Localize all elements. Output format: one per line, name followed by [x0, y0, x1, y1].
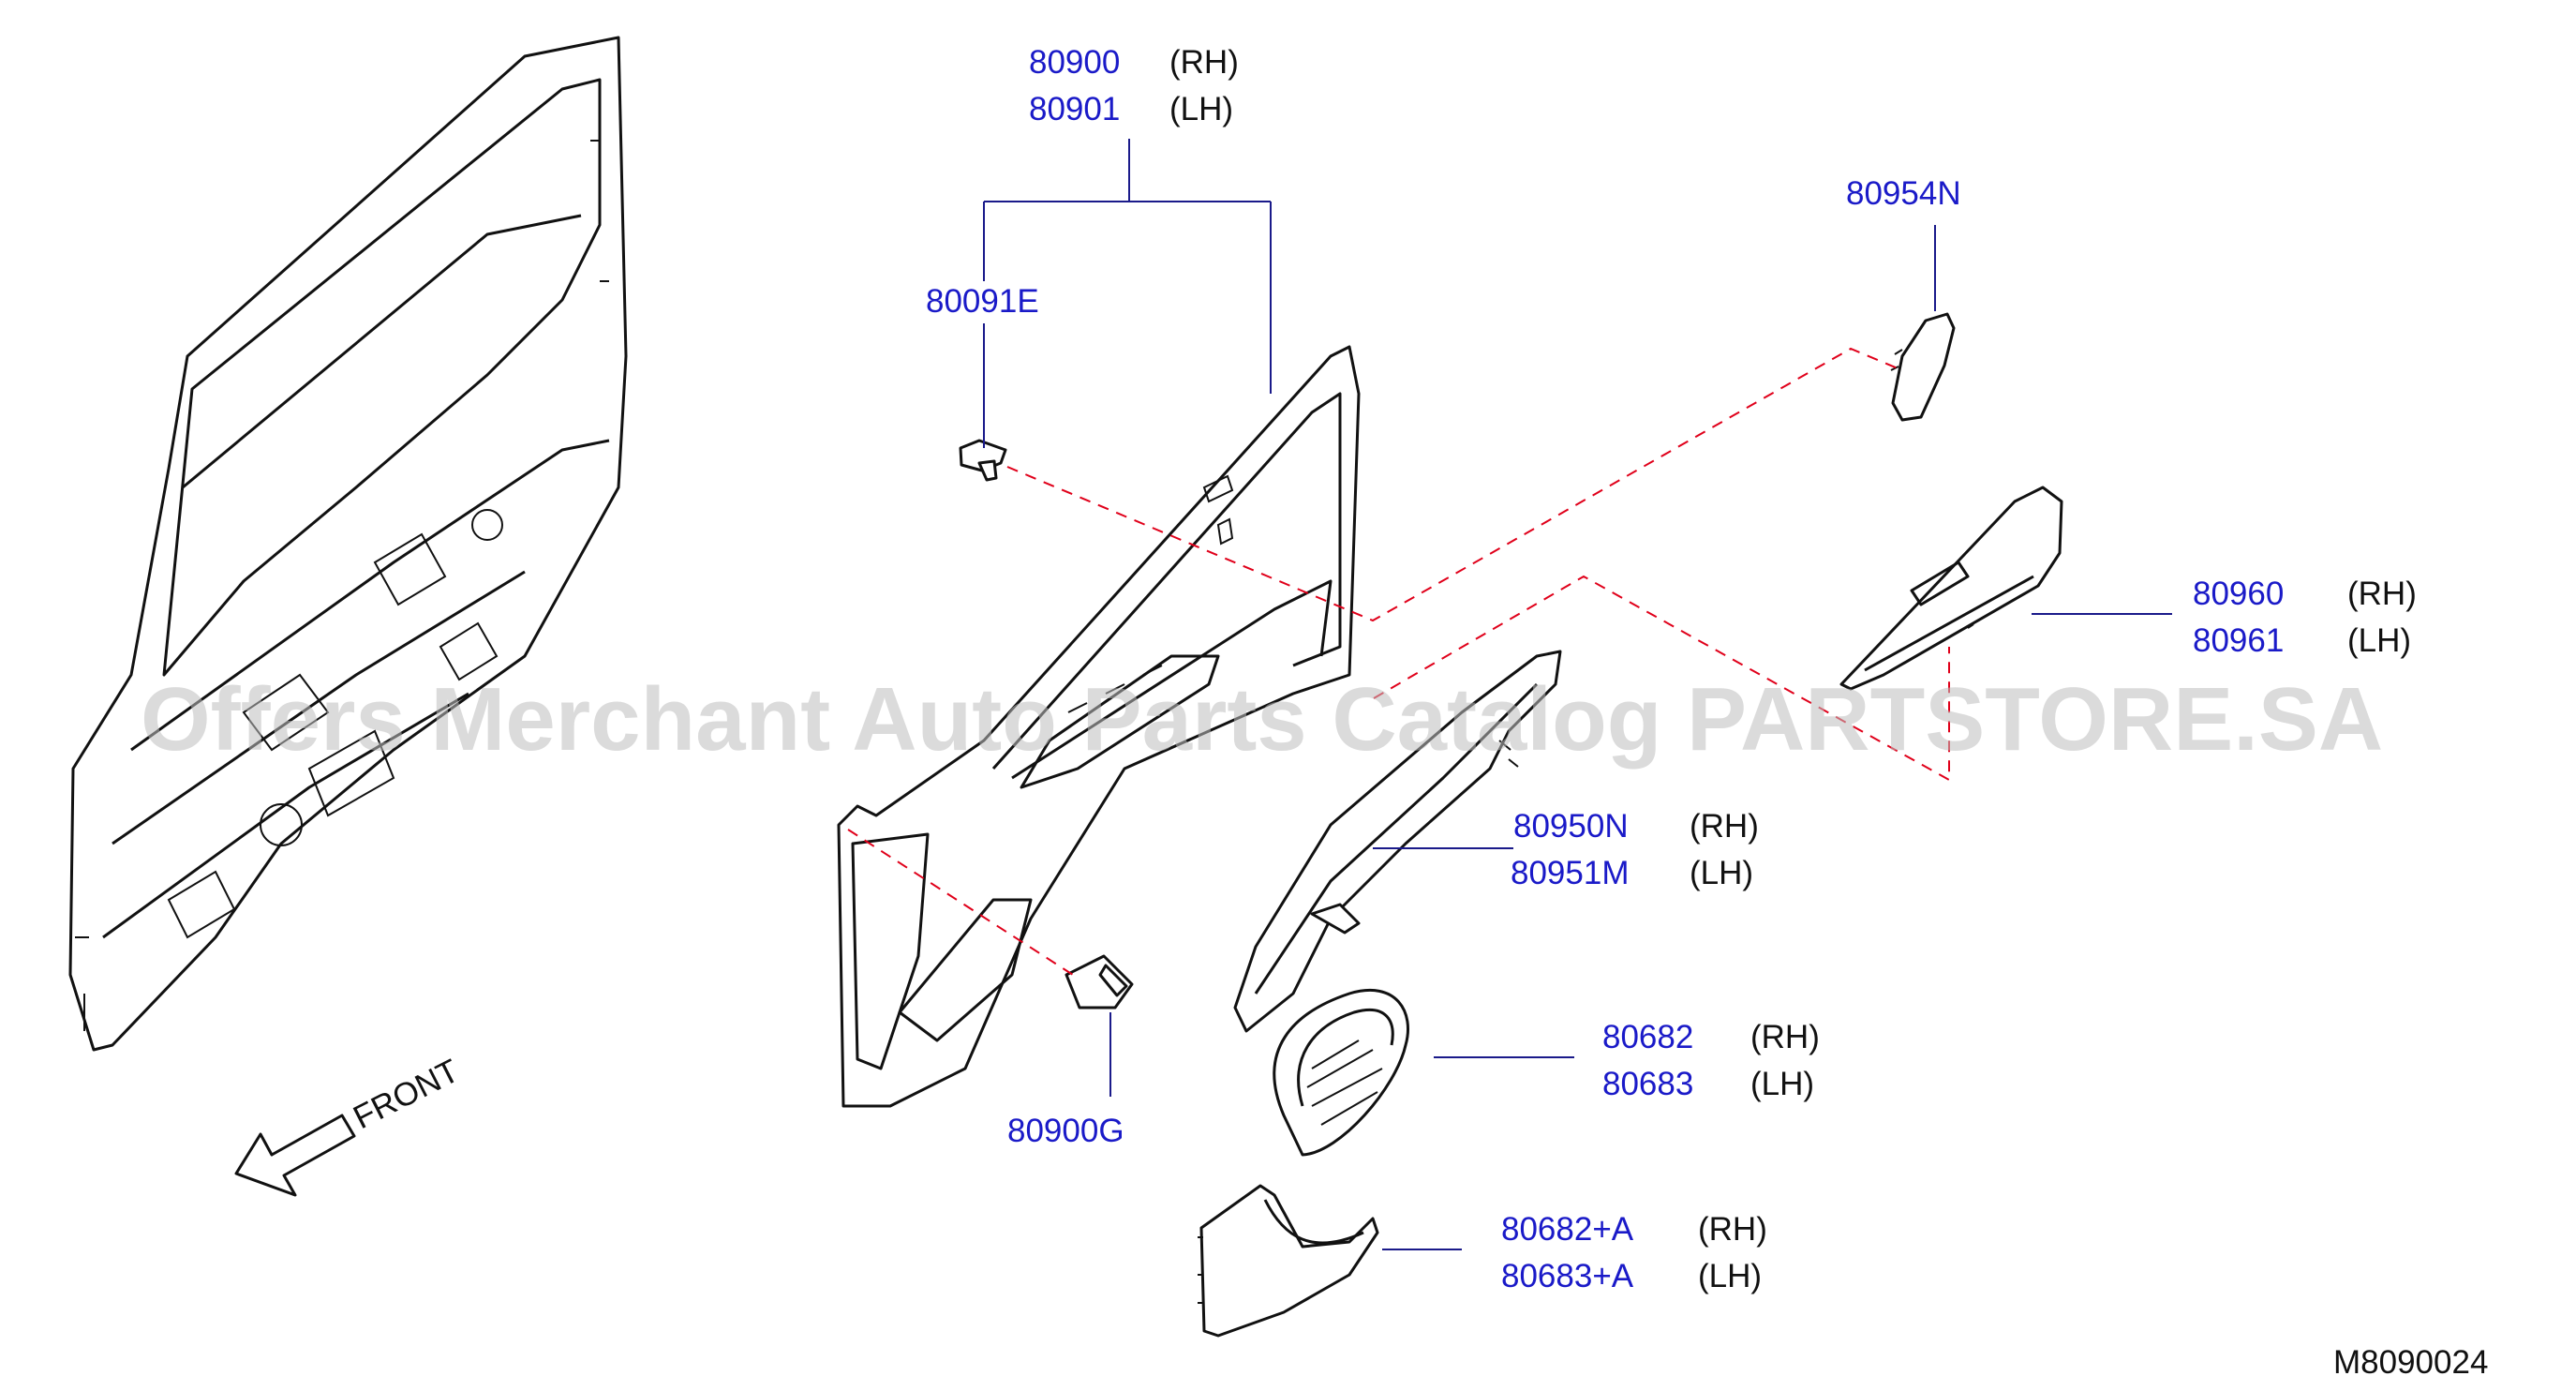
side-80961: (LH) [2347, 622, 2411, 659]
part-number-80960[interactable]: 80960 [2193, 576, 2284, 612]
switch-panel-80960-illustration [1839, 486, 2063, 691]
callout-80961[interactable]: 80961 (LH) [2193, 622, 2411, 659]
side-80901: (LH) [1169, 91, 1233, 127]
part-number-80091e[interactable]: 80091E [926, 283, 1039, 320]
part-number-80683a[interactable]: 80683+A [1501, 1258, 1634, 1294]
door-frame-illustration [68, 36, 628, 1052]
part-number-80950n[interactable]: 80950N [1513, 808, 1629, 845]
clip-80091e-illustration [959, 439, 1007, 482]
door-trim-panel-illustration [837, 345, 1361, 1108]
part-number-80682[interactable]: 80682 [1602, 1019, 1693, 1055]
callout-80900[interactable]: 80900 (RH) [1029, 44, 1239, 81]
part-number-80901[interactable]: 80901 [1029, 91, 1120, 127]
callout-80682a[interactable]: 80682+A (RH) [1501, 1211, 1767, 1248]
callout-labels: 80900 (RH) 80901 (LH) 80091E 80954N 8096… [926, 44, 2417, 1294]
part-number-80900g[interactable]: 80900G [1007, 1113, 1124, 1149]
callout-80950n[interactable]: 80950N (RH) [1513, 808, 1759, 845]
leader-lines [983, 139, 2172, 1250]
part-number-80951m[interactable]: 80951M [1511, 855, 1629, 891]
side-80950n: (RH) [1690, 808, 1759, 845]
callout-80682[interactable]: 80682 (RH) [1602, 1019, 1820, 1055]
part-number-80900[interactable]: 80900 [1029, 44, 1120, 81]
clip-80900g-illustration [1065, 954, 1134, 1010]
cap-80954n-illustration [1890, 312, 1956, 422]
part-number-80682a[interactable]: 80682+A [1501, 1211, 1634, 1248]
lower-trim-80682a-illustration [1198, 1184, 1379, 1338]
side-80960: (RH) [2347, 576, 2417, 612]
callout-80683[interactable]: 80683 (LH) [1602, 1066, 1814, 1102]
front-direction-arrow: FRONT [234, 1053, 465, 1197]
part-number-80683[interactable]: 80683 [1602, 1066, 1693, 1102]
callout-80901[interactable]: 80901 (LH) [1029, 91, 1233, 127]
side-80951m: (LH) [1690, 855, 1753, 891]
callout-80954n[interactable]: 80954N [1846, 175, 1961, 212]
alignment-dashed-lines [847, 347, 1950, 976]
side-80900: (RH) [1169, 44, 1239, 81]
callout-80091e[interactable]: 80091E [926, 283, 1039, 320]
callout-80683a[interactable]: 80683+A (LH) [1501, 1258, 1762, 1294]
armrest-strip-80950n-illustration [1233, 650, 1562, 1033]
callout-80900g[interactable]: 80900G [1007, 1113, 1124, 1149]
side-80682: (RH) [1750, 1019, 1820, 1055]
part-number-80954n[interactable]: 80954N [1846, 175, 1961, 212]
part-number-80961[interactable]: 80961 [2193, 622, 2284, 659]
side-80683a: (LH) [1698, 1258, 1762, 1294]
side-80682a: (RH) [1698, 1211, 1767, 1248]
front-label: FRONT [348, 1053, 465, 1136]
callout-80951m[interactable]: 80951M (LH) [1511, 855, 1753, 891]
watermark-text: Offers Merchant Auto Parts Catalog PARTS… [141, 669, 2383, 770]
speaker-grille-80682-illustration [1273, 988, 1409, 1157]
side-80683: (LH) [1750, 1066, 1814, 1102]
diagram-code: M8090024 [2333, 1344, 2488, 1381]
callout-80960[interactable]: 80960 (RH) [2193, 576, 2417, 612]
